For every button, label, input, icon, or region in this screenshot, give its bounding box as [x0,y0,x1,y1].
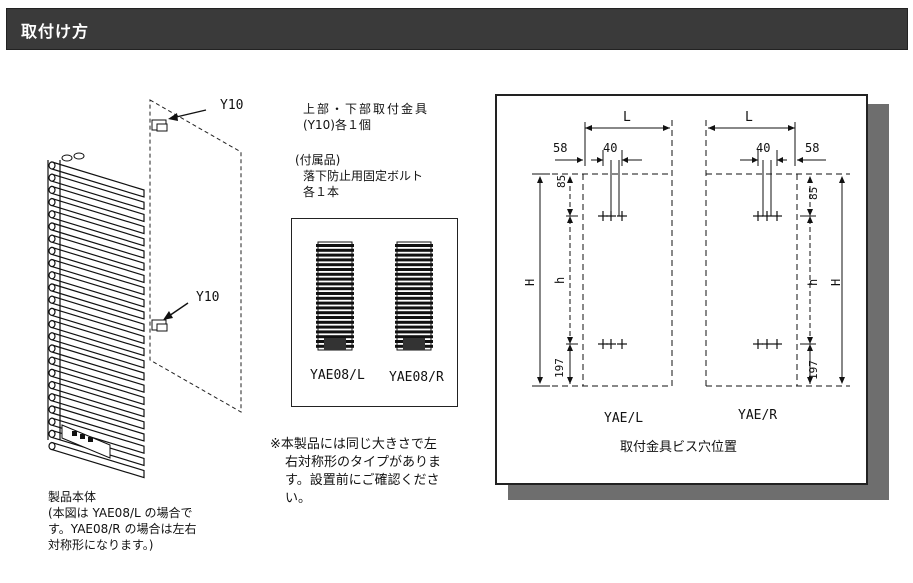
rail-rung [48,319,145,357]
bracket-callout-upper: Y10 [220,98,244,113]
rail-rung [48,331,145,369]
diagram-caption: 取付金具ビス穴位置 [620,440,738,455]
rail-rung [48,234,145,272]
rail-rung [48,392,145,430]
dim-197-left: 197 [553,358,566,378]
rail-rung [48,209,145,247]
section-title: 取付け方 [21,22,90,41]
dim-H-right: H [829,278,843,286]
rail-rung [48,197,145,235]
rail-rung [48,246,145,284]
thumb-label-left: YAE08/L [310,368,365,383]
dim-197-right: 197 [807,360,820,380]
dim-h-right: h [806,278,820,286]
rail-rung [48,283,145,320]
dim-L-left: L [623,110,631,125]
rail-rung [48,368,145,406]
screw-hole-diagram-panel [495,94,868,485]
dim-h-left: h [553,276,567,284]
note-line3: す。設置前にご確認くださ [285,473,440,488]
rail-rung [48,185,145,223]
type-label-right: YAE/R [738,408,778,423]
thumb-label-right: YAE08/R [389,370,444,385]
section-header: 取付け方 [6,8,908,50]
rail-rung [48,258,145,296]
rail-rung [48,356,145,394]
product-caption-line1: (本図は YAE08/L の場合で [48,506,193,520]
dim-40-left: 40 [603,141,618,155]
note-line1: ※本製品には同じ大きさで左 [270,437,437,452]
rail-rung [48,417,145,455]
product-caption-line3: 対称形になります。) [48,538,154,552]
rail-rung [48,295,145,333]
rail-rung [48,380,145,418]
rail-rung [48,441,145,479]
note-line2: 右対称形のタイプがありま [285,455,442,470]
product-caption-line2: す。YAE08/R の場合は左右 [48,522,197,536]
model-thumbnails-box [291,218,458,407]
rail-rung [48,344,145,381]
rail-rung [48,173,145,211]
bracket-desc-line1: 上部・下部取付金具 [303,102,430,116]
dim-58-right: 58 [805,141,820,155]
rail-rung [48,307,145,345]
rail-rung [48,161,145,198]
rail-rung [48,222,145,259]
bracket-callout-lower: Y10 [196,290,220,305]
dim-58-left: 58 [553,141,568,155]
product-caption-title: 製品本体 [48,490,97,504]
dim-L-right: L [745,110,753,125]
dim-85-right: 85 [807,186,820,200]
accessory-line2: 各１本 [303,185,340,199]
accessory-line1: 落下防止用固定ボルト [303,169,424,183]
accessory-heading: (付属品) [295,153,341,167]
note-line4: い。 [285,491,312,506]
rail-rung [48,270,145,308]
dim-85-left: 85 [555,174,568,188]
dim-40-right: 40 [756,141,771,155]
bracket-desc-line2: (Y10)各１個 [303,118,371,132]
type-label-left: YAE/L [604,411,644,426]
rail-rung [48,405,145,442]
dim-H-left: H [523,278,537,286]
